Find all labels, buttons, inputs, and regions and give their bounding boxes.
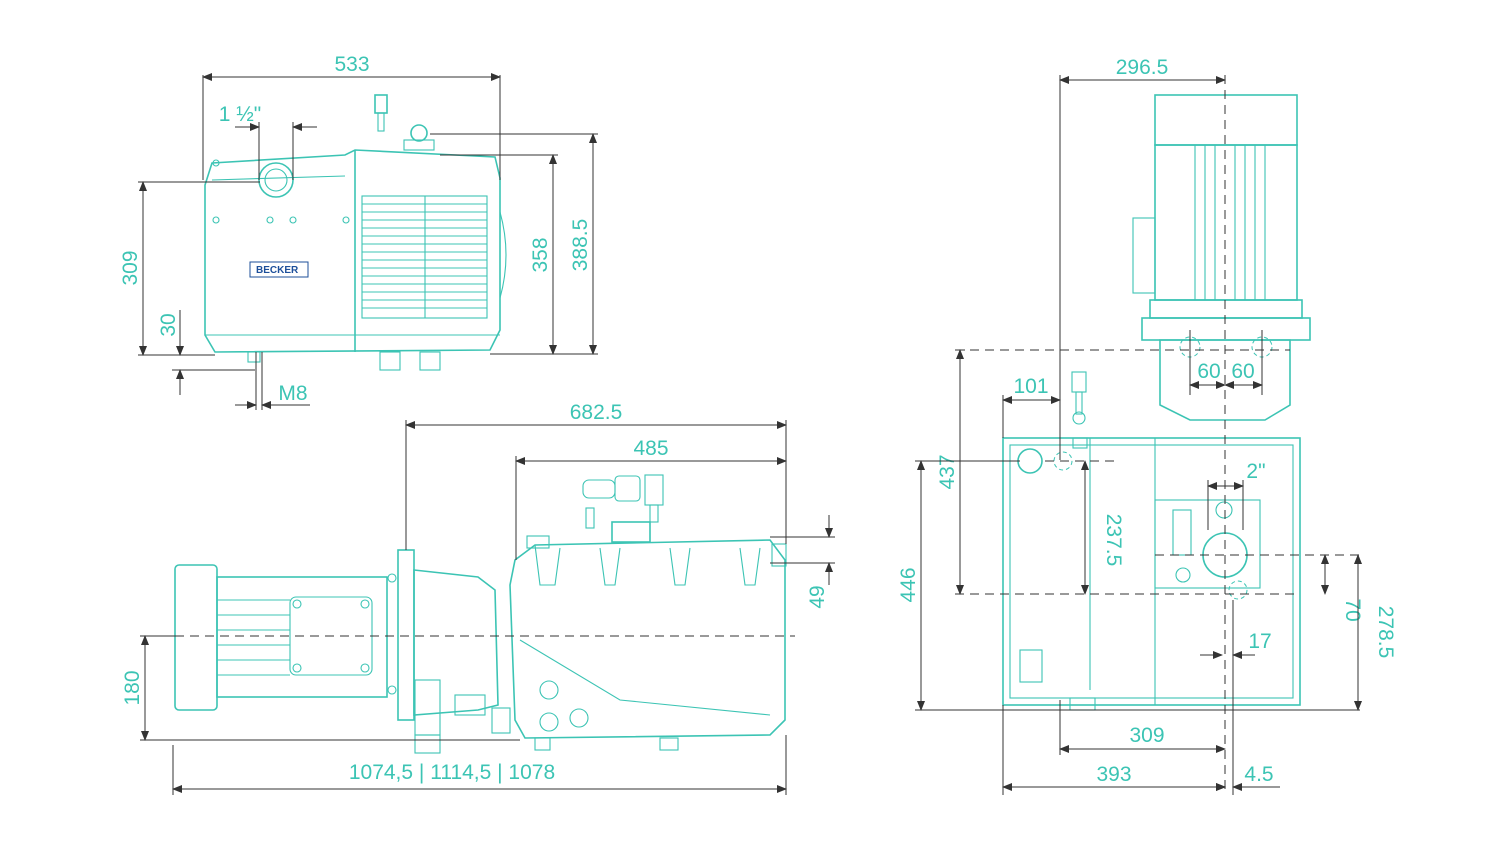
- dim-682: 682.5: [570, 401, 623, 424]
- dim-2in: 2": [1246, 460, 1265, 483]
- valve-icon: [1071, 371, 1087, 393]
- dim-total-length: 1074,5 | 1114,5 | 1078: [349, 761, 555, 784]
- dim-4-5: 4.5: [1244, 763, 1273, 786]
- dim-30: 30: [157, 313, 180, 336]
- dim-278: 278.5: [1374, 606, 1397, 659]
- dim-388: 388.5: [569, 219, 592, 272]
- valve-icon: [374, 94, 388, 114]
- side-view: 682.5 485 49 180 1074,5 | 1114,5 | 1078: [121, 401, 835, 795]
- dim-296: 296.5: [1116, 56, 1169, 79]
- fan-grille: [362, 196, 487, 318]
- dim-485: 485: [633, 437, 668, 460]
- inlet-port-icon: [258, 162, 294, 198]
- dim-533: 533: [334, 53, 369, 76]
- dim-309: 309: [119, 250, 142, 285]
- top-view: BECKER 533 1 ½" 309 358 388.5 30 M8: [119, 53, 598, 410]
- inlet-port-icon: [1017, 448, 1043, 474]
- dim-17: 17: [1248, 630, 1271, 653]
- front-view: 296.5 101 60 60 437 446 237.5 2" 70 278.…: [897, 56, 1397, 795]
- dim-inlet-size: 1 ½": [219, 103, 261, 126]
- dim-437: 437: [936, 454, 959, 489]
- terminal-box-icon: [1132, 217, 1156, 294]
- dim-m8: M8: [278, 382, 307, 405]
- becker-logo: BECKER: [249, 261, 309, 278]
- dim-358: 358: [529, 237, 552, 272]
- motor-fins: [217, 599, 290, 676]
- svg-text:BECKER: BECKER: [256, 265, 299, 276]
- dim-309: 309: [1129, 724, 1164, 747]
- dim-446: 446: [897, 567, 920, 602]
- valve-icon: [582, 479, 616, 499]
- lifting-eye-icon: [410, 124, 428, 142]
- dim-60b: 60: [1231, 360, 1254, 383]
- motor-fins: [1194, 145, 1266, 300]
- dim-70: 70: [1341, 598, 1364, 621]
- dim-237: 237.5: [1102, 514, 1125, 567]
- dim-101: 101: [1013, 375, 1048, 398]
- dim-49: 49: [806, 585, 829, 608]
- dim-60a: 60: [1197, 360, 1220, 383]
- dim-393: 393: [1096, 763, 1131, 786]
- dim-180: 180: [121, 670, 144, 705]
